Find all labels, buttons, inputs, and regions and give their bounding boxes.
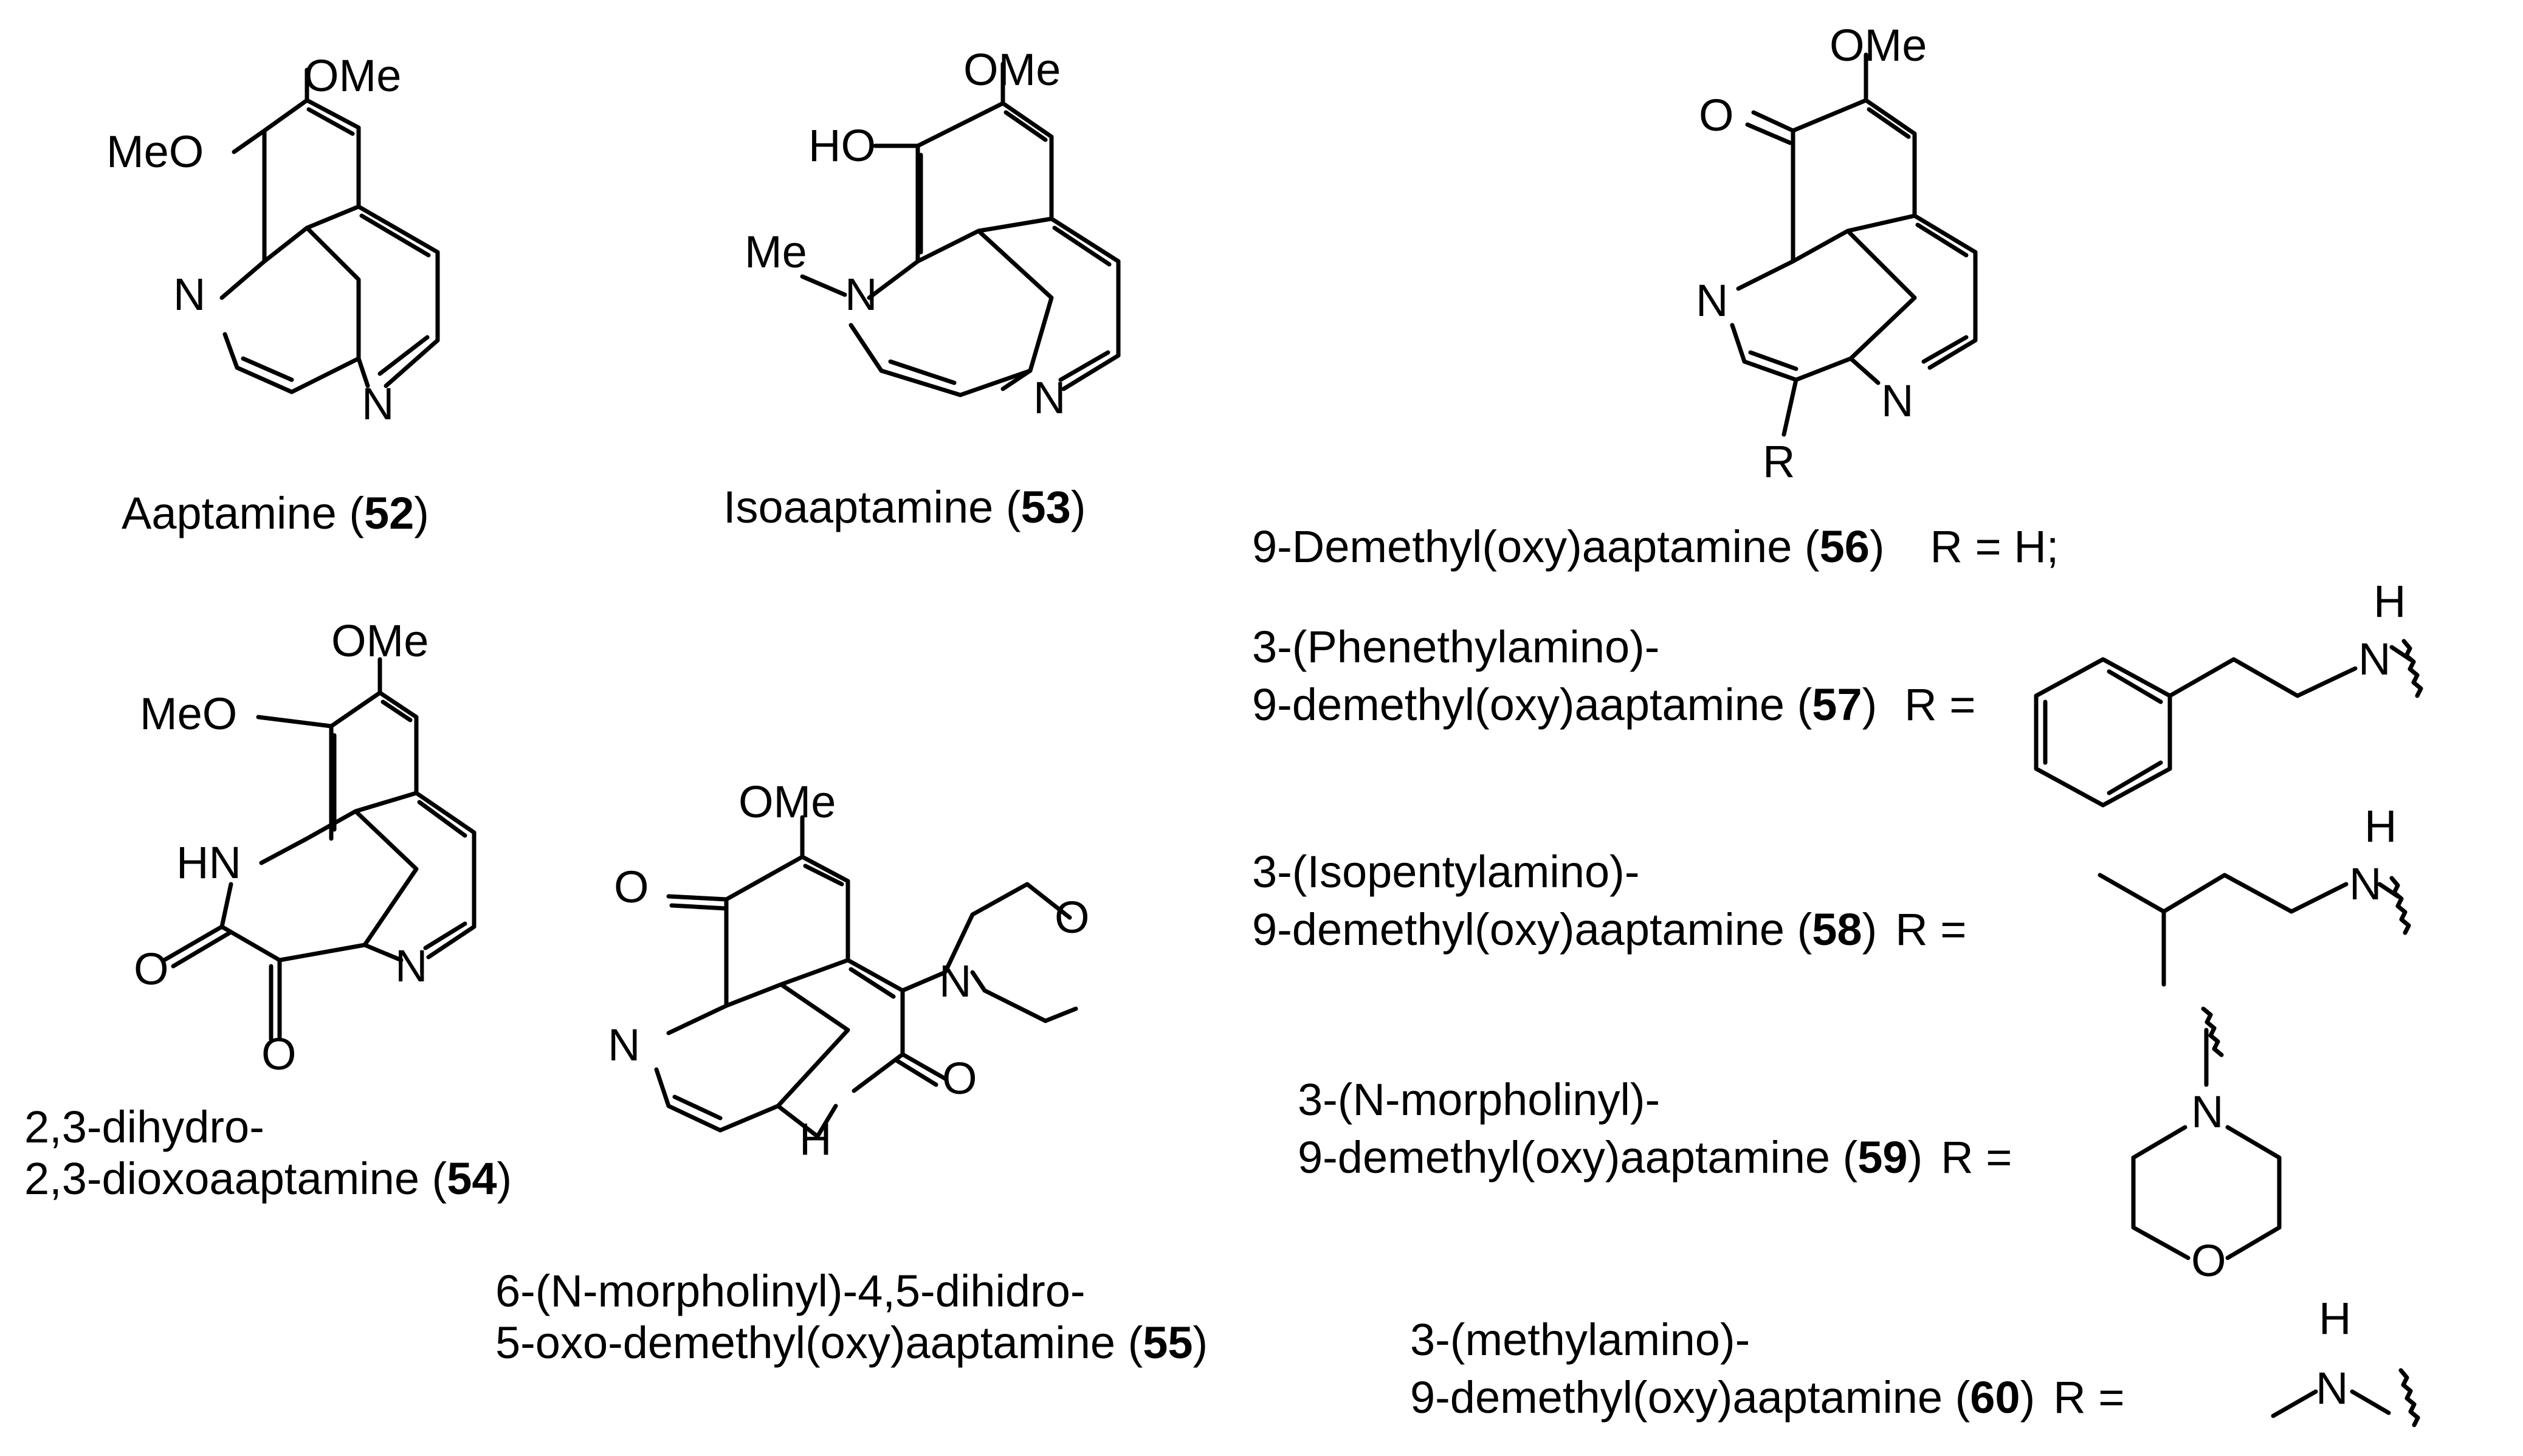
atom-o: O (1699, 90, 1734, 140)
atom-n: N (845, 269, 877, 320)
structure-52: OMe MeO N N (106, 50, 440, 429)
caption-55-line1: 6-(N-morpholinyl)-4,5-dihidro- (495, 1266, 1086, 1316)
caption-57-line2: 9-demethyl(oxy)aaptamine (57)R = (1252, 679, 1975, 730)
atom-ome: OMe (1829, 20, 1927, 70)
r-group-60: H N (2271, 1293, 2420, 1427)
caption-60-line1: 3-(methylamino)- (1410, 1314, 1750, 1365)
caption-60-line2: 9-demethyl(oxy)aaptamine (60)R = (1410, 1372, 2124, 1423)
atom-n: N (2191, 1087, 2223, 1137)
structure-55: OMe O N O H N O (608, 777, 1090, 1164)
atom-o: O (1055, 892, 1090, 943)
atom-n: N (1881, 376, 1913, 426)
structure-53: OMe HO Me N N (745, 44, 1121, 423)
atom-ome: OMe (738, 777, 836, 827)
atom-ome: OMe (331, 616, 429, 666)
structure-56-core: OMe O N N R (1696, 20, 1978, 487)
atom-ho: HO (808, 120, 876, 171)
atom-meo: MeO (140, 689, 237, 739)
caption-59-line2: 9-demethyl(oxy)aaptamine (59)R = (1298, 1132, 2012, 1183)
atom-n: N (608, 1020, 640, 1070)
caption-54-line2: 2,3-dioxoaaptamine (54) (24, 1153, 512, 1204)
atom-n: N (2349, 859, 2381, 909)
caption-57-line1: 3-(Phenethylamino)- (1252, 622, 1659, 672)
atom-n: N (395, 941, 427, 991)
atom-n: N (2358, 634, 2390, 684)
atom-n: N (2316, 1363, 2348, 1413)
r-group-59: N O (2131, 1006, 2282, 1286)
atom-n: N (362, 379, 394, 429)
atom-r: R (1763, 436, 1795, 487)
atom-h: H (2373, 576, 2406, 627)
caption-56: 9-Demethyl(oxy)aaptamine (56)R = H; (1252, 521, 2059, 572)
atom-n: N (173, 269, 205, 320)
caption-52: Aaptamine (52) (122, 488, 429, 538)
caption-59-line1: 3-(N-morpholinyl)- (1298, 1074, 1660, 1125)
atom-hn: HN (176, 837, 241, 888)
caption-58-line1: 3-(Isopentylamino)- (1252, 846, 1639, 897)
caption-58-line2: 9-demethyl(oxy)aaptamine (58)R = (1252, 904, 1966, 955)
atom-h: H (2319, 1293, 2351, 1344)
caption-53: Isoaaptamine (53) (723, 482, 1086, 532)
atom-h: H (799, 1114, 831, 1164)
caption-54-line1: 2,3-dihydro- (24, 1102, 264, 1152)
atom-o: O (134, 944, 169, 994)
atom-ome: OMe (304, 50, 401, 101)
atom-n: N (1696, 275, 1728, 326)
atom-meo: MeO (106, 126, 204, 177)
atom-ome: OMe (963, 44, 1061, 95)
atom-me: Me (745, 227, 807, 277)
r-group-58: H N (2098, 801, 2411, 987)
atom-o: O (261, 1029, 297, 1079)
atom-o: O (942, 1053, 977, 1104)
atom-o: O (2191, 1235, 2226, 1286)
atom-o: O (614, 862, 649, 912)
atom-n: N (939, 956, 971, 1006)
caption-55-line2: 5-oxo-demethyl(oxy)aaptamine (55) (495, 1317, 1208, 1368)
r-group-57: H N (2034, 576, 2423, 808)
atom-n: N (1033, 373, 1065, 423)
atom-h: H (2364, 801, 2397, 851)
structure-54: OMe MeO HN O O N (134, 616, 477, 1079)
